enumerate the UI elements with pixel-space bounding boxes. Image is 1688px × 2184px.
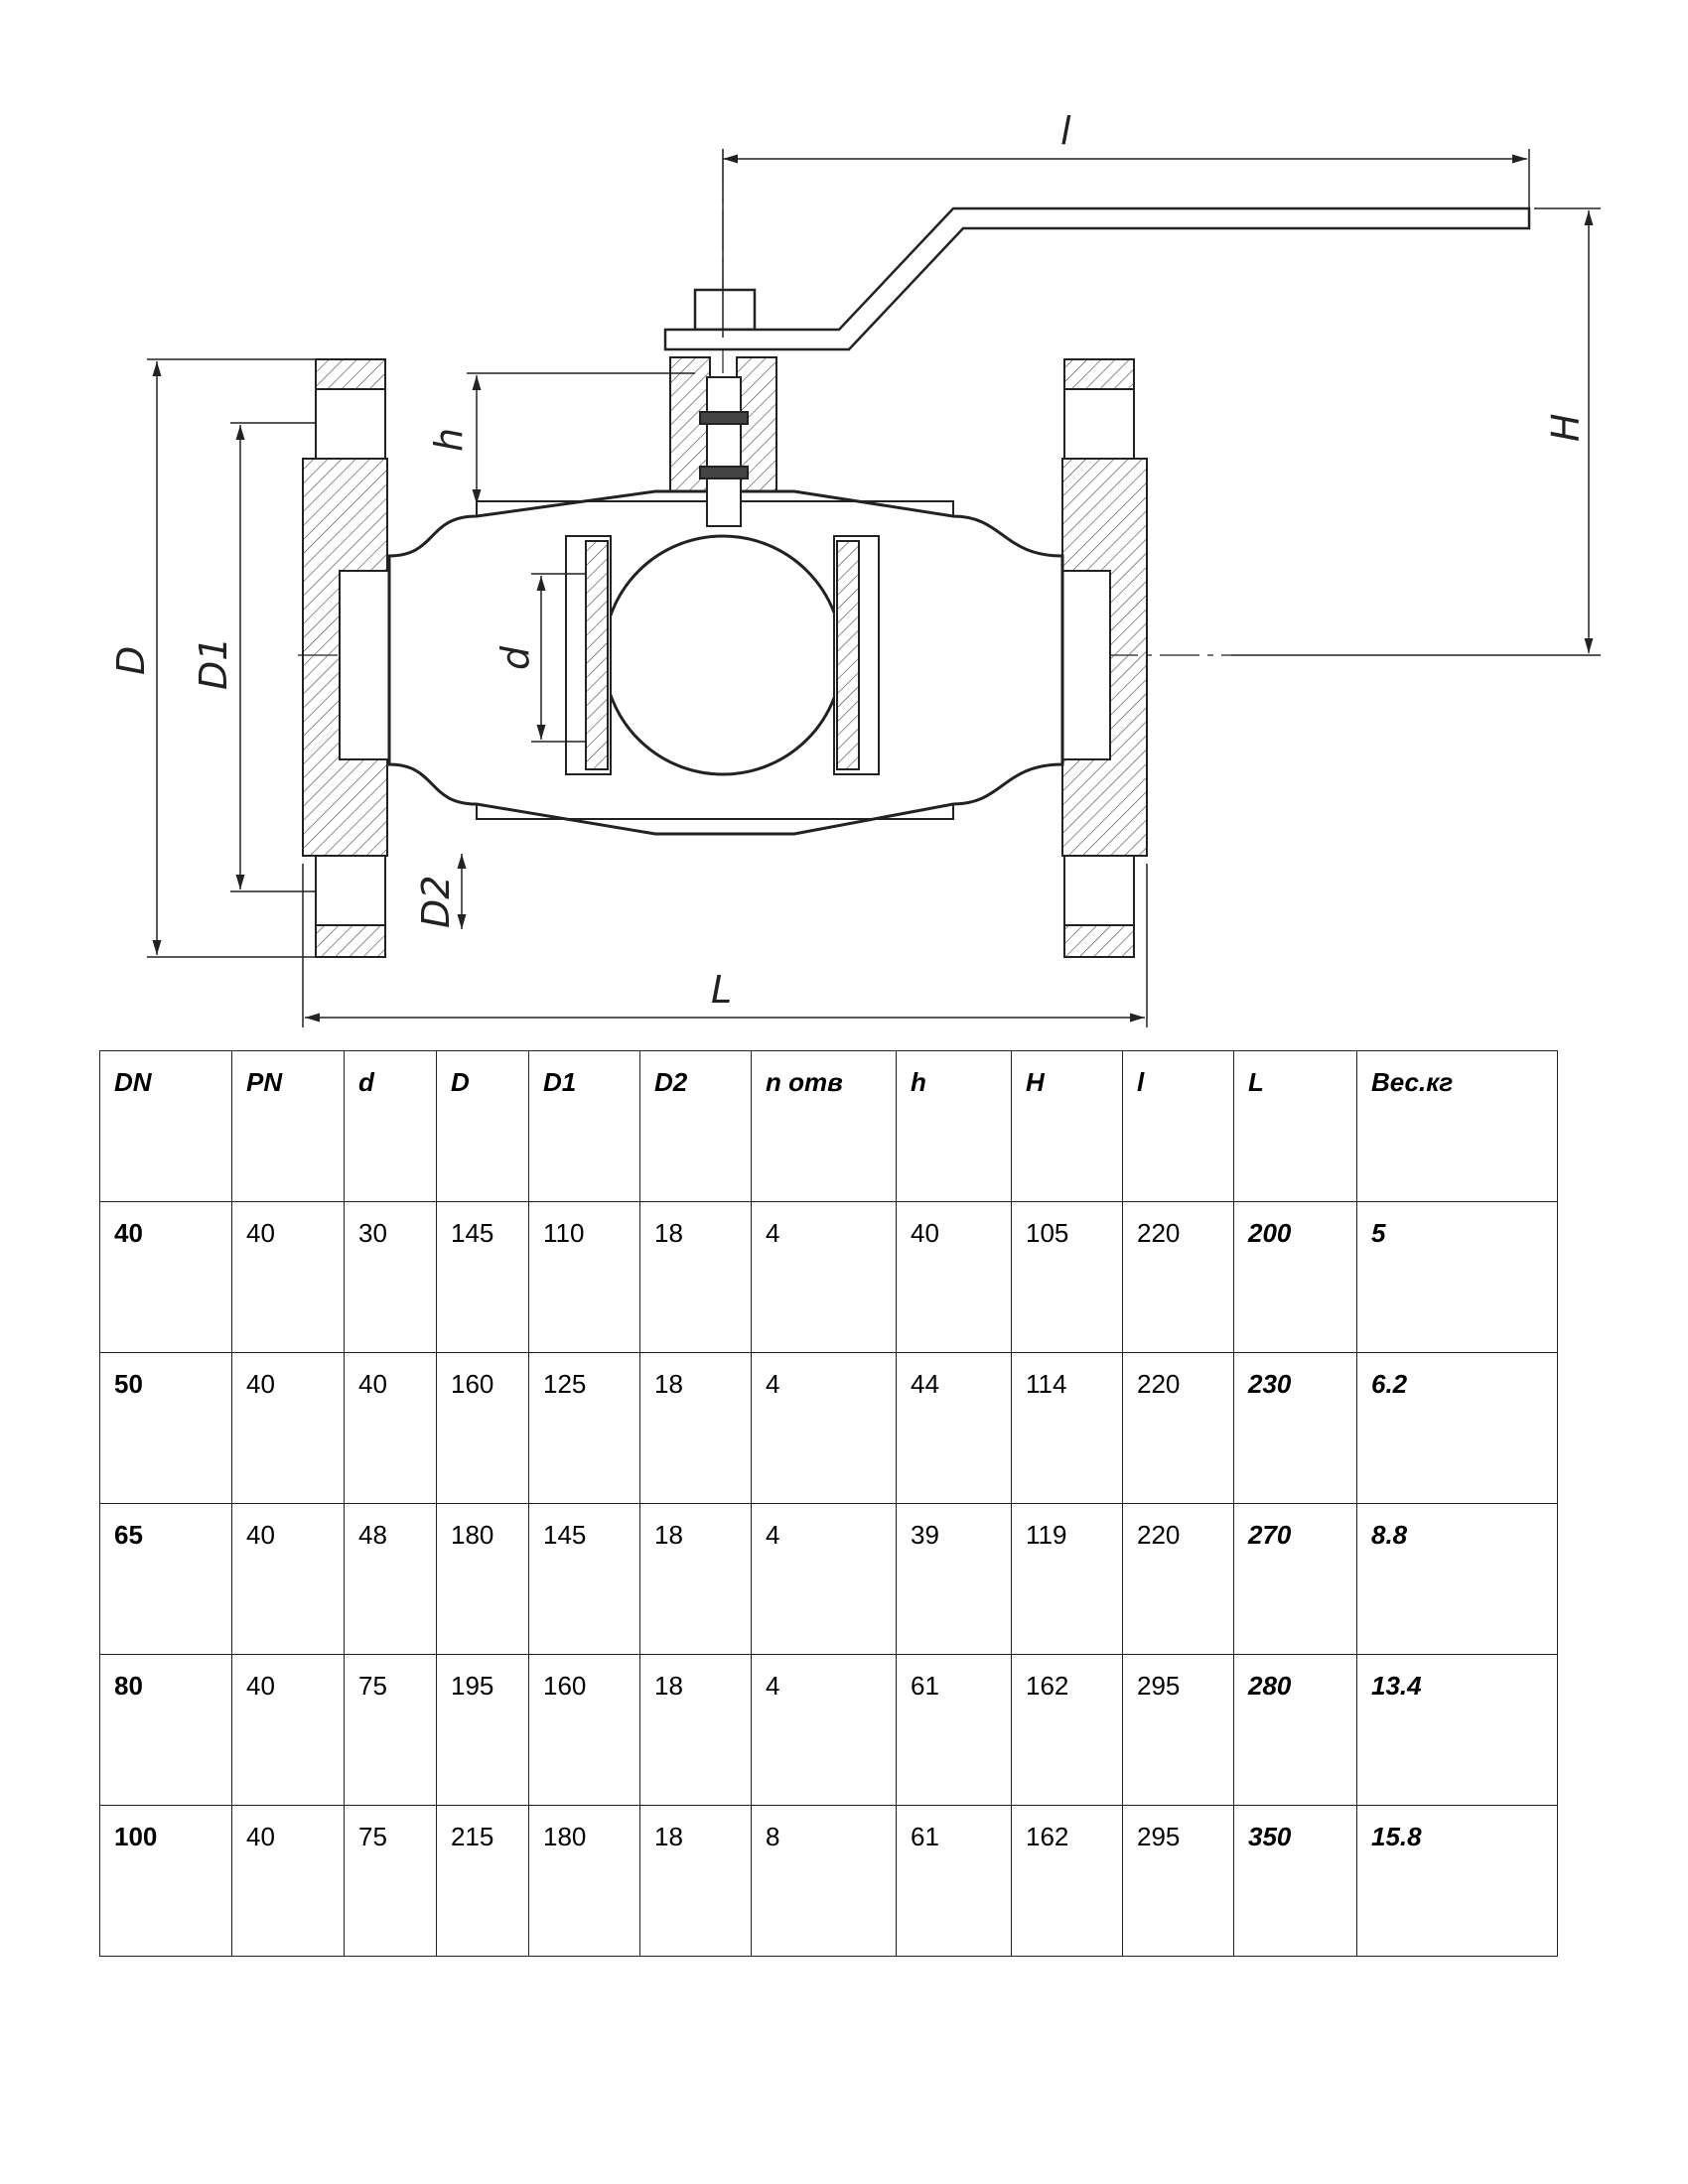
right-pipe-stub: [1059, 570, 1111, 760]
header-d1: D1: [528, 1050, 640, 1202]
table-cell: 4: [751, 1352, 897, 1504]
table-cell: 114: [1011, 1352, 1123, 1504]
label-height: H: [1544, 413, 1588, 442]
table-cell: 180: [436, 1503, 529, 1655]
table-cell: 13.4: [1356, 1654, 1558, 1806]
table-cell: 40: [231, 1503, 345, 1655]
table-cell: 195: [436, 1654, 529, 1806]
stem-housing: [669, 356, 777, 527]
table-cell: 145: [528, 1503, 640, 1655]
table-cell: 39: [896, 1503, 1012, 1655]
table-cell: 40: [231, 1805, 345, 1957]
label-face-to-face: L: [711, 968, 732, 1012]
table-cell: 75: [344, 1805, 437, 1957]
table-cell: 8.8: [1356, 1503, 1558, 1655]
table-cell: 40: [231, 1654, 345, 1806]
table-cell: 75: [344, 1654, 437, 1806]
table-cell: 295: [1122, 1654, 1234, 1806]
table-row: 80 40 75 195 160 18 4 61 162 295 280 13.…: [99, 1654, 1558, 1806]
table-cell: 18: [639, 1654, 752, 1806]
table-cell: 40: [231, 1201, 345, 1353]
table-cell: 125: [528, 1352, 640, 1504]
table-cell: 40: [896, 1201, 1012, 1353]
table-cell: 220: [1122, 1503, 1234, 1655]
table-header-row: DN PN d D D1 D2 n отв h H l L Вес.кг: [99, 1050, 1558, 1202]
table-cell: 18: [639, 1352, 752, 1504]
header-weight: Вес.кг: [1356, 1050, 1558, 1202]
table-cell: 270: [1233, 1503, 1357, 1655]
table-cell: 110: [528, 1201, 640, 1353]
table-cell: 40: [231, 1352, 345, 1504]
table-cell: 230: [1233, 1352, 1357, 1504]
table-cell: 8: [751, 1805, 897, 1957]
table-cell: 160: [528, 1654, 640, 1806]
handle-nut: [693, 288, 757, 332]
table-cell: 200: [1233, 1201, 1357, 1353]
table-cell: 105: [1011, 1201, 1123, 1353]
header-length: L: [1233, 1050, 1357, 1202]
table-cell: 80: [99, 1654, 232, 1806]
table-cell: 18: [639, 1805, 752, 1957]
table-cell: 4: [751, 1201, 897, 1353]
label-hole-diameter: D2: [414, 876, 458, 928]
table-cell: 65: [99, 1503, 232, 1655]
header-d2: D2: [639, 1050, 752, 1202]
table-cell: 15.8: [1356, 1805, 1558, 1957]
header-d: d: [344, 1050, 437, 1202]
table-cell: 280: [1233, 1654, 1357, 1806]
table-cell: 40: [99, 1201, 232, 1353]
table-cell: 180: [528, 1805, 640, 1957]
table-cell: 61: [896, 1654, 1012, 1806]
header-flange-d: D: [436, 1050, 529, 1202]
table-row: 65 40 48 180 145 18 4 39 119 220 270 8.8: [99, 1503, 1558, 1655]
right-seat: [833, 535, 880, 775]
header-dn: DN: [99, 1050, 232, 1202]
header-pn: PN: [231, 1050, 345, 1202]
table-cell: 145: [436, 1201, 529, 1353]
header-n-holes: n отв: [751, 1050, 897, 1202]
ball: [602, 534, 844, 776]
table-cell: 4: [751, 1503, 897, 1655]
table-row: 100 40 75 215 180 18 8 61 162 295 350 15…: [99, 1805, 1558, 1957]
table-cell: 18: [639, 1201, 752, 1353]
valve-drawing: l H h D D1 d D2 L: [109, 109, 1601, 1027]
table-cell: 61: [896, 1805, 1012, 1957]
table-cell: 220: [1122, 1201, 1234, 1353]
table-cell: 160: [436, 1352, 529, 1504]
label-handle-length: l: [1060, 109, 1071, 153]
label-stem-height: h: [427, 428, 471, 452]
header-height: H: [1011, 1050, 1123, 1202]
label-bolt-circle: D1: [192, 637, 235, 690]
table-cell: 295: [1122, 1805, 1234, 1957]
table-cell: 162: [1011, 1654, 1123, 1806]
table-cell: 220: [1122, 1352, 1234, 1504]
label-flange-diameter: D: [109, 646, 153, 675]
label-bore: d: [493, 645, 537, 670]
table-cell: 40: [344, 1352, 437, 1504]
right-flange: [1061, 358, 1148, 958]
table-cell: 44: [896, 1352, 1012, 1504]
header-h: h: [896, 1050, 1012, 1202]
table-row: 50 40 40 160 125 18 4 44 114 220 230 6.2: [99, 1352, 1558, 1504]
table-cell: 4: [751, 1654, 897, 1806]
table-cell: 215: [436, 1805, 529, 1957]
table-cell: 119: [1011, 1503, 1123, 1655]
table-cell: 18: [639, 1503, 752, 1655]
table-cell: 48: [344, 1503, 437, 1655]
left-seat: [565, 535, 612, 775]
table-cell: 30: [344, 1201, 437, 1353]
table-cell: 350: [1233, 1805, 1357, 1957]
handle: [663, 206, 1531, 351]
header-handle-length: l: [1122, 1050, 1234, 1202]
left-pipe-stub: [339, 570, 390, 760]
table-row: 40 40 30 145 110 18 4 40 105 220 200 5: [99, 1201, 1558, 1353]
table-cell: 6.2: [1356, 1352, 1558, 1504]
table-cell: 100: [99, 1805, 232, 1957]
table-cell: 5: [1356, 1201, 1558, 1353]
spec-table: DN PN d D D1 D2 n отв h H l L Вес.кг 40 …: [99, 1050, 1558, 1957]
table-cell: 50: [99, 1352, 232, 1504]
table-cell: 162: [1011, 1805, 1123, 1957]
